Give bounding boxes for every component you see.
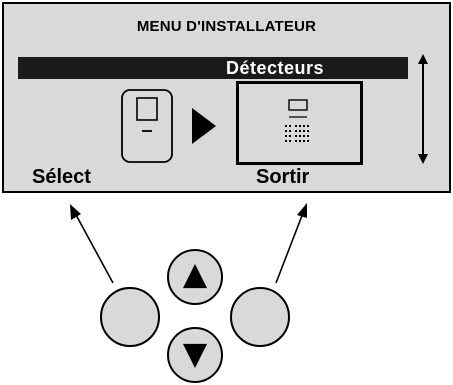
selected-menu-item-bar: Détecteurs [18,57,408,79]
softkey-left-label: Sélect [32,166,91,188]
right-triangle-icon [192,108,216,144]
selected-menu-item-label: Détecteurs [225,58,324,78]
softkey-right-label: Sortir [256,166,310,188]
down-button[interactable] [167,327,223,383]
up-triangle-icon [182,264,208,289]
control-panel-icon [285,99,309,142]
left-softkey-button[interactable] [100,287,160,347]
menu-title: MENU D'INSTALLATEUR [136,18,317,35]
up-button[interactable] [167,249,223,305]
right-softkey-button[interactable] [230,287,290,347]
left-pointer-arrow [70,204,114,284]
right-pointer-arrow [275,203,307,284]
up-down-arrow-icon [418,54,428,164]
target-frame [236,81,363,165]
detector-device-icon [121,89,173,163]
down-triangle-icon [182,343,208,368]
lcd-screen: MENU D'INSTALLATEUR Détecteurs [2,2,451,193]
